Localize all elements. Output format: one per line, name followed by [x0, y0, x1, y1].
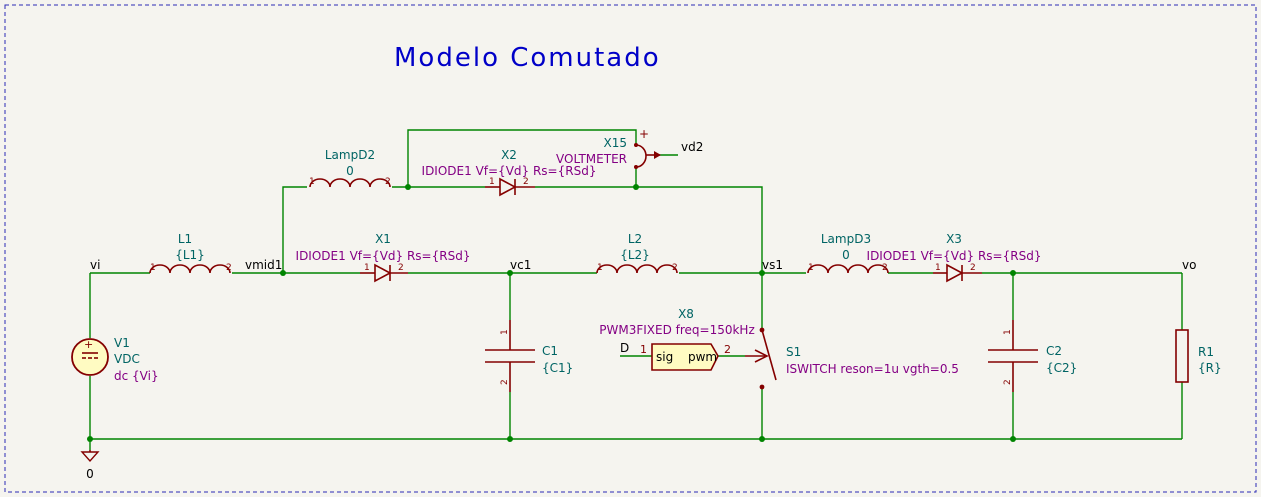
- s1-model: ISWITCH reson=1u vgth=0.5: [786, 362, 959, 376]
- ground-symbol: 0: [80, 450, 100, 481]
- x15-ref: X15: [604, 136, 628, 150]
- capacitor-c1[interactable]: C1 {C1} 1 2: [485, 320, 573, 392]
- net-label-vs1: vs1: [762, 258, 783, 272]
- ground-label: 0: [86, 467, 94, 481]
- net-label-vi: vi: [90, 258, 100, 272]
- x3-ref: X3: [946, 232, 962, 246]
- x15-value: VOLTMETER: [556, 152, 627, 166]
- x3-pin2: 2: [970, 263, 976, 273]
- r1-ref: R1: [1198, 345, 1214, 359]
- inductor-lampd2[interactable]: LampD2 0 1 2: [309, 148, 391, 188]
- l2-pin1: 1: [597, 263, 603, 273]
- s1-ref: S1: [786, 345, 801, 359]
- lampd2-pin1: 1: [309, 177, 315, 187]
- x8-ref: X8: [678, 307, 694, 321]
- sheet-border: [4, 4, 1257, 493]
- x2-model: IDIODE1 Vf={Vd} Rs={RSd}: [422, 164, 597, 178]
- inductor-l2[interactable]: L2 {L2} 1 2: [596, 232, 678, 274]
- net-label-vd2: vd2: [681, 140, 703, 154]
- net-label-d: D: [620, 341, 629, 355]
- v1-plus: +: [84, 338, 93, 351]
- lampd3-value: 0: [842, 248, 850, 262]
- x8-model: PWM3FIXED freq=150kHz: [599, 323, 755, 337]
- x8-pin1: 1: [640, 343, 647, 356]
- x1-ref: X1: [375, 232, 391, 246]
- net-label-vo: vo: [1182, 258, 1196, 272]
- lampd2-pin2: 2: [385, 177, 391, 187]
- x3-pin1: 1: [935, 263, 941, 273]
- diode-x3[interactable]: X3 IDIODE1 Vf={Vd} Rs={RSd} 1 2: [867, 232, 1042, 283]
- resistor-r1[interactable]: R1 {R}: [1175, 329, 1222, 383]
- junctions: [87, 184, 1016, 442]
- l1-pin1: 1: [150, 263, 156, 273]
- c2-pin2: 2: [1003, 379, 1013, 385]
- inductor-lampd3[interactable]: LampD3 0 1 2: [807, 232, 889, 274]
- lampd3-pin1: 1: [808, 263, 814, 273]
- voltage-source-v1[interactable]: + V1 VDC dc {Vi}: [71, 336, 159, 383]
- x2-pin1: 1: [489, 177, 495, 187]
- l2-pin2: 2: [672, 263, 678, 273]
- x2-pin2: 2: [523, 177, 529, 187]
- net-label-vmid1: vmid1: [245, 258, 282, 272]
- switch-s1[interactable]: S1 ISWITCH reson=1u vgth=0.5: [745, 327, 959, 390]
- c1-pin2: 2: [500, 379, 510, 385]
- inductor-l1[interactable]: L1 {L1} 1 2: [149, 232, 232, 274]
- v1-ref: V1: [114, 336, 130, 350]
- x1-pin1: 1: [364, 263, 370, 273]
- l2-ref: L2: [628, 232, 642, 246]
- r1-value: {R}: [1198, 361, 1222, 375]
- lampd3-pin2: 2: [882, 263, 888, 273]
- x8-sig-label: sig: [656, 350, 673, 364]
- net-label-vc1: vc1: [510, 258, 531, 272]
- x1-pin2: 2: [398, 263, 404, 273]
- c2-value: {C2}: [1046, 361, 1077, 375]
- pwm-block-x8[interactable]: X8 PWM3FIXED freq=150kHz sig pwm 1 2: [599, 307, 755, 371]
- x8-pin2: 2: [724, 343, 731, 356]
- c2-pin1: 1: [1003, 329, 1013, 335]
- l2-value: {L2}: [620, 248, 650, 262]
- x3-model: IDIODE1 Vf={Vd} Rs={RSd}: [867, 249, 1042, 263]
- c1-value: {C1}: [542, 361, 573, 375]
- voltmeter-x15[interactable]: X15 VOLTMETER +: [556, 127, 661, 169]
- lampd2-value: 0: [346, 164, 354, 178]
- lampd3-ref: LampD3: [821, 232, 871, 246]
- diode-x2[interactable]: X2 IDIODE1 Vf={Vd} Rs={RSd} 1 2: [422, 148, 597, 197]
- x1-model: IDIODE1 Vf={Vd} Rs={RSd}: [296, 249, 471, 263]
- c1-ref: C1: [542, 344, 558, 358]
- v1-param: dc {Vi}: [114, 369, 159, 383]
- lampd2-ref: LampD2: [325, 148, 375, 162]
- capacitor-c2[interactable]: C2 {C2} 1 2: [988, 320, 1077, 392]
- wires: [89, 129, 1183, 450]
- l1-value: {L1}: [175, 248, 205, 262]
- v1-value: VDC: [114, 352, 140, 366]
- x2-ref: X2: [501, 148, 517, 162]
- l1-ref: L1: [178, 232, 192, 246]
- sheet-title: Modelo Comutado: [394, 43, 661, 73]
- l1-pin2: 2: [226, 263, 232, 273]
- x15-plus: +: [639, 127, 649, 141]
- c1-pin1: 1: [500, 329, 510, 335]
- x8-pwm-label: pwm: [688, 350, 717, 364]
- diode-x1[interactable]: X1 IDIODE1 Vf={Vd} Rs={RSd} 1 2: [296, 232, 471, 283]
- c2-ref: C2: [1046, 344, 1062, 358]
